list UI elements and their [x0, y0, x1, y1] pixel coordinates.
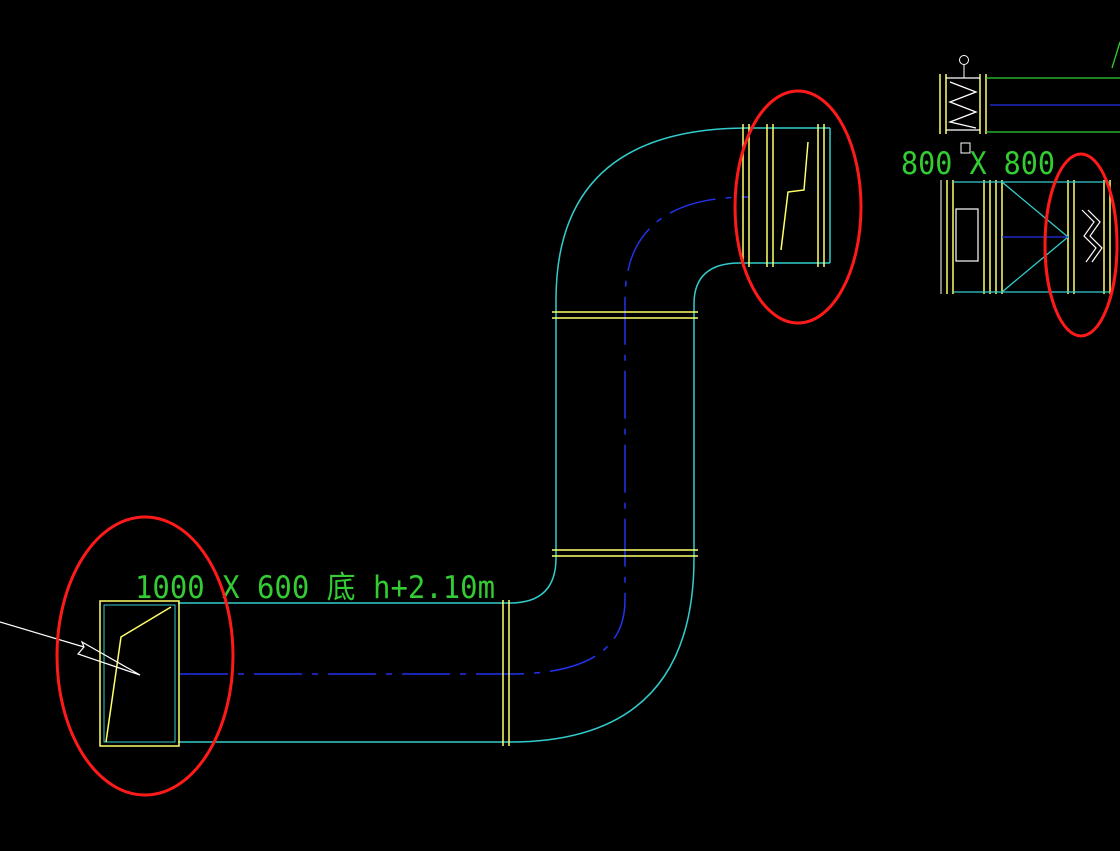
highlight-ellipse-left [55, 515, 235, 797]
motor-icon [959, 55, 969, 65]
main-duct-run [178, 124, 831, 746]
lower-elbow [509, 557, 695, 743]
spring-symbol [947, 81, 978, 129]
right-equipment-lower [940, 180, 1111, 294]
air-inlet-grille [99, 600, 180, 747]
highlight-ellipse-top [733, 89, 863, 325]
duct-size-label-right: 800 X 800 [901, 146, 1055, 182]
airflow-arrow [0, 621, 141, 676]
upper-elbow [555, 127, 749, 314]
vertical-duct-segment [555, 314, 695, 558]
damper-symbol-top [780, 141, 809, 251]
horizontal-duct-segment [178, 602, 510, 743]
upper-duct-segment [740, 127, 831, 264]
highlight-markers [55, 89, 1119, 797]
duct-centerline [180, 196, 749, 675]
duct-size-label-main: 1000 X 600 底 h+2.10m [135, 570, 495, 606]
highlight-ellipse-right [1043, 152, 1119, 338]
flange-group [502, 124, 825, 746]
damper-symbol-right [1081, 209, 1103, 263]
right-equipment-upper [939, 41, 1120, 154]
